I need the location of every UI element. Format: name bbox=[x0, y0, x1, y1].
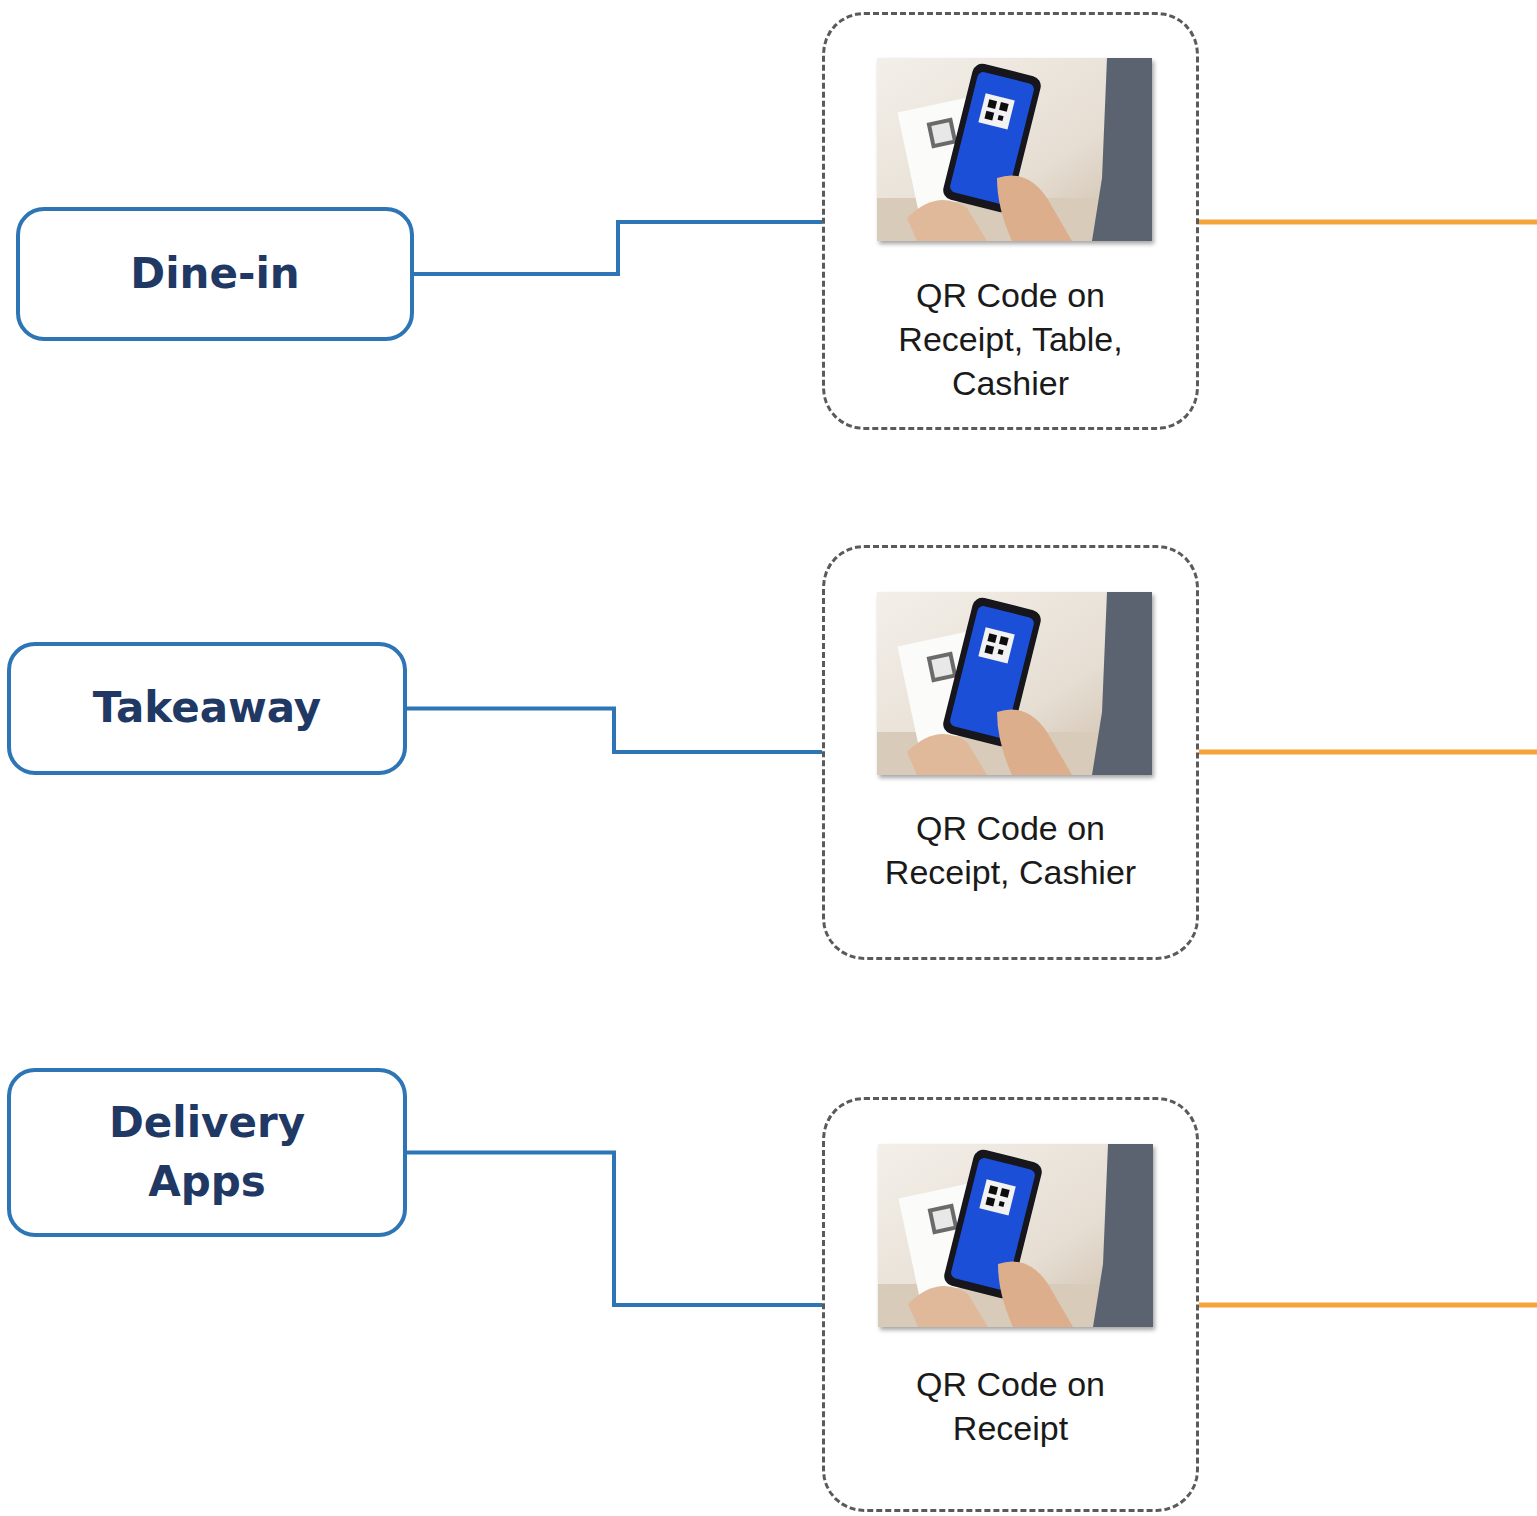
channel-caption: QR Code on Receipt, Table, Cashier bbox=[861, 273, 1161, 406]
outgoing-line bbox=[1199, 750, 1537, 755]
outgoing-line bbox=[1199, 1303, 1537, 1308]
channel-box: Delivery Apps bbox=[7, 1068, 407, 1237]
qr-photo bbox=[877, 58, 1152, 241]
channel-name: Takeaway bbox=[37, 679, 377, 738]
qr-channel-box: QR Code on Receipt bbox=[822, 1097, 1199, 1512]
qr-channel-box: QR Code on Receipt, Table, Cashier bbox=[822, 12, 1199, 430]
channel-caption: QR Code on Receipt, Cashier bbox=[861, 806, 1161, 894]
channel-box: Takeaway bbox=[7, 642, 407, 775]
channel-name: Dine-in bbox=[45, 245, 385, 304]
channel-box: Dine-in bbox=[16, 207, 414, 341]
qr-photo bbox=[877, 592, 1152, 775]
qr-channel-box: QR Code on Receipt, Cashier bbox=[822, 545, 1199, 960]
qr-photo bbox=[878, 1144, 1153, 1327]
connector-line bbox=[407, 1153, 822, 1306]
channel-name: Delivery Apps bbox=[87, 1094, 327, 1212]
outgoing-line bbox=[1199, 220, 1537, 225]
connector-line bbox=[407, 709, 822, 753]
connector-line bbox=[414, 222, 822, 274]
channel-caption: QR Code on Receipt bbox=[861, 1362, 1161, 1450]
